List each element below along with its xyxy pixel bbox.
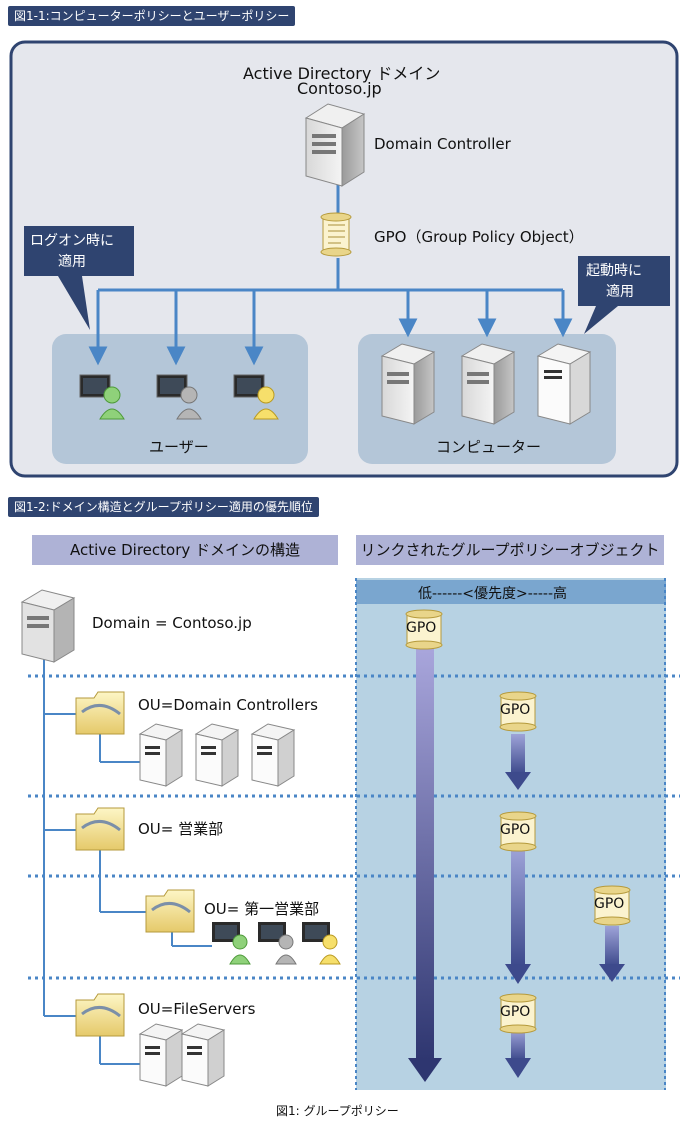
priority-arrow-long [408,648,442,1082]
domain-label: Domain = Contoso.jp [92,614,252,632]
priority-arrow-fs [505,1030,531,1078]
computer-server-icon-1 [380,343,436,425]
domain-server-icon [20,589,76,663]
figure-1-1-label: 図1-1:コンピューターポリシーとユーザーポリシー [8,6,296,26]
callout-left [24,226,134,330]
arrow-pc-3 [553,318,573,338]
users-group [52,334,308,464]
user-computer-icon-yellow [233,374,279,420]
arrow-pc-1 [398,318,418,338]
gpo-scroll-icon-sales1 [593,885,631,926]
callout-right [578,256,670,334]
dc-server-icon-2 [194,723,240,787]
sales1-user-icon-gray [258,922,297,965]
dc-server-icon-3 [250,723,296,787]
gpo-scroll-icon-sales [499,811,537,852]
fs-server-icon-2 [180,1023,226,1087]
priority-label: 低------<優先度>-----高 [418,586,568,602]
connector-lines [88,185,573,366]
domain-name: Contoso.jp [297,79,382,98]
figure-caption: 図1: グループポリシー [276,1104,399,1118]
header-linked-gpo: リンクされたグループポリシーオブジェクト [356,535,664,565]
dc-label: Domain Controller [374,135,511,153]
arrow-user-1 [88,346,108,366]
user-computer-icon-gray [156,374,202,420]
callout-left-line1: ログオン時に [30,233,114,249]
sales1-user-icon-green [212,922,251,965]
figure-1-2-label: 図1-2:ドメイン構造とグループポリシー適用の優先順位 [8,497,319,517]
priority-arrow-sales [505,848,531,984]
ou-folder-icon-sales1 [145,889,195,933]
arrow-user-3 [244,346,264,366]
ou-sales-label: OU= 営業部 [138,820,224,838]
gpo-text-sales1: GPO [594,896,625,912]
user-computer-icon-green [79,374,125,420]
computer-server-icon-3 [536,343,592,425]
computers-label: コンピューター [436,438,542,456]
domain-title: Active Directory ドメイン [243,64,441,83]
users-label: ユーザー [149,438,209,456]
figure-1-1-diagram [9,40,679,478]
priority-bar [356,580,666,604]
gpo-scroll-icon-domain [405,609,443,650]
gpo-text-dc: GPO [500,702,531,718]
gpo-text-sales: GPO [500,822,531,838]
gpo-scroll-icon [320,212,352,257]
dc-server-icon-1 [138,723,184,787]
ou-folder-icon-fs [75,993,125,1037]
gpo-scroll-icon-dc [499,691,537,732]
arrow-user-2 [166,346,186,366]
arrow-pc-2 [477,318,497,338]
ou-folder-icon-dc [75,691,125,735]
computer-server-icon-2 [460,343,516,425]
ou-fs-label: OU=FileServers [138,1000,256,1018]
fs-server-icon-1 [138,1023,184,1087]
callout-left-line2: 適用 [58,254,86,270]
callout-right-line2: 適用 [606,284,634,300]
ou-dc-label: OU=Domain Controllers [138,696,318,714]
gpo-text-fs: GPO [500,1004,531,1020]
priority-arrow-dc [505,734,531,790]
ou-folder-icon-sales [75,807,125,851]
callout-right-line1: 起動時に [586,263,642,279]
tree-lines [43,654,212,1065]
header-domain-structure: Active Directory ドメインの構造 [32,535,338,565]
gpo-label: GPO（Group Policy Object） [374,228,584,246]
priority-arrow-sales1 [599,926,625,982]
sales1-user-icon-yellow [302,922,341,965]
gpo-text-domain: GPO [406,620,437,636]
gpo-scroll-icon-fs [499,993,537,1034]
domain-controller-server-icon [304,103,366,187]
ou-sales1-label: OU= 第一営業部 [204,900,320,918]
